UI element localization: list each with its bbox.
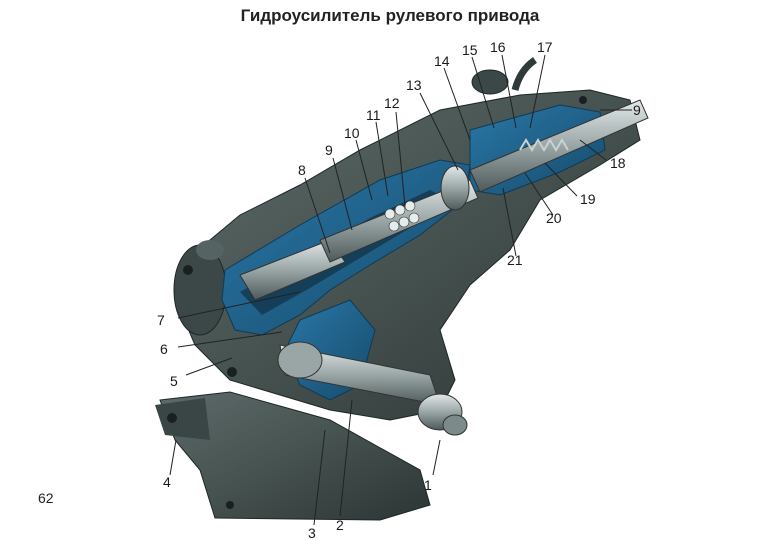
- callout-6: 6: [160, 341, 168, 357]
- callout-17: 17: [537, 39, 553, 55]
- callout-labels: 1 2 3 4 5 6 7 8 9 10 11 12 13 14 15 16 1…: [157, 39, 641, 540]
- callout-18: 18: [610, 155, 626, 171]
- mounting-bracket: [155, 391, 431, 521]
- callout-21: 21: [507, 252, 523, 268]
- callout-1: 1: [424, 477, 432, 493]
- callout-4: 4: [163, 474, 171, 490]
- callout-16: 16: [490, 39, 506, 55]
- callout-11: 11: [366, 107, 381, 123]
- callout-9-left: 9: [325, 142, 333, 158]
- internal-components: [183, 57, 649, 436]
- page-number: 62: [38, 490, 54, 506]
- callout-10: 10: [344, 125, 360, 141]
- callout-20: 20: [546, 210, 562, 226]
- callout-15: 15: [462, 42, 478, 58]
- callout-14: 14: [434, 53, 450, 69]
- callout-12: 12: [384, 95, 400, 111]
- callout-3: 3: [308, 525, 316, 540]
- diagram-title: Гидроусилитель рулевого привода: [240, 6, 540, 25]
- callout-5: 5: [170, 373, 178, 389]
- callout-7: 7: [157, 312, 165, 328]
- callout-2: 2: [336, 517, 344, 533]
- callout-19: 19: [580, 191, 596, 207]
- callout-9-right: 9: [633, 102, 641, 118]
- leader-lines: [169, 54, 632, 526]
- callout-8: 8: [298, 162, 306, 178]
- callout-13: 13: [406, 77, 422, 93]
